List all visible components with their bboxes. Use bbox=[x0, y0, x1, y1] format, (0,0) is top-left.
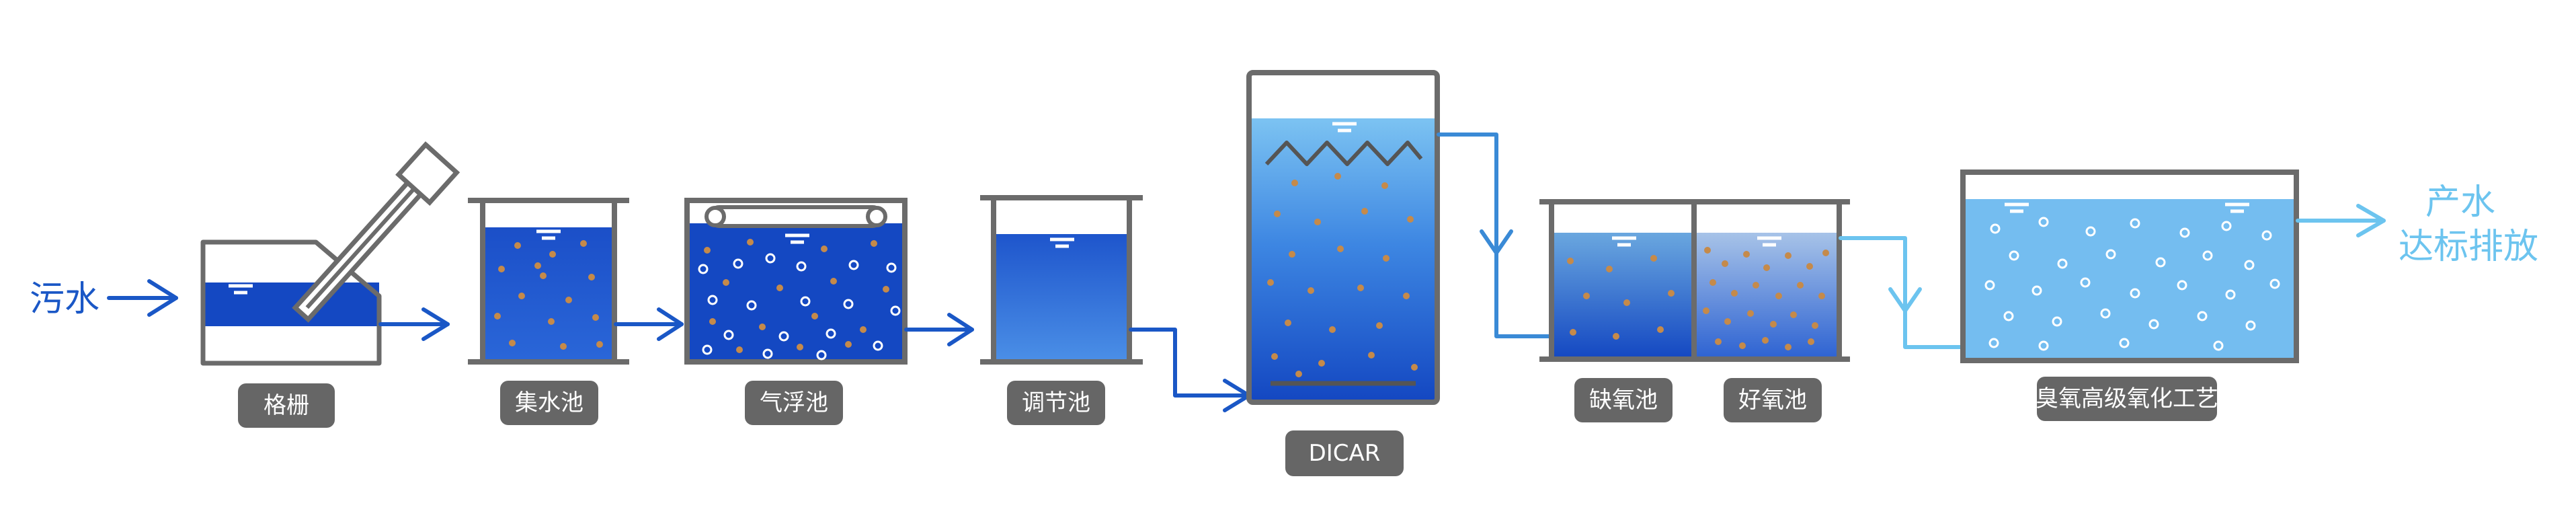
collection-water bbox=[485, 227, 612, 359]
equalization-tank: 调节池 bbox=[980, 195, 1143, 425]
bubble-icon bbox=[698, 253, 901, 361]
screen-rake bbox=[292, 141, 460, 323]
ozone-label: 臭氧高级氧化工艺 bbox=[2036, 385, 2218, 412]
pipe-dicar-to-anoxic bbox=[1437, 133, 1554, 338]
arrow-right-icon bbox=[614, 307, 684, 341]
dicar-label-box bbox=[1285, 430, 1404, 476]
inflow-label: 污水 bbox=[30, 279, 99, 319]
pipe-aerobic-to-ozone bbox=[1839, 236, 1964, 349]
particle-icon bbox=[1567, 247, 1829, 350]
scraper-belt bbox=[705, 205, 887, 228]
dicar-separator bbox=[1264, 141, 1423, 166]
flotation-label-box bbox=[745, 381, 843, 425]
tank-frame bbox=[468, 198, 629, 365]
aerobic-label-box bbox=[1724, 378, 1822, 422]
ozone-tank: 臭氧高级氧化工艺 bbox=[1960, 169, 2299, 421]
flotation-frame bbox=[684, 198, 908, 365]
water-level-icon bbox=[2005, 202, 2249, 213]
dicar-frame bbox=[1246, 70, 1440, 405]
screen-label: 格栅 bbox=[264, 392, 309, 419]
aerobic-label: 好氧池 bbox=[1738, 387, 1807, 414]
anoxic-label: 缺氧池 bbox=[1589, 387, 1658, 414]
screen-water bbox=[204, 282, 379, 326]
water-level-icon bbox=[1050, 237, 1074, 248]
arrow-right-icon bbox=[378, 307, 450, 341]
arrow-down-icon bbox=[1480, 229, 1513, 255]
water-level-icon bbox=[536, 229, 561, 240]
collection-label-box bbox=[500, 381, 598, 425]
collection-label: 集水池 bbox=[515, 389, 583, 416]
water-level-icon bbox=[229, 284, 253, 295]
bubble-icon bbox=[1984, 217, 2280, 351]
equalization-label: 调节池 bbox=[1022, 389, 1090, 416]
equalization-label-box bbox=[1007, 381, 1105, 425]
ozone-frame bbox=[1960, 169, 2299, 363]
ozone-water bbox=[1966, 199, 2294, 358]
dicar-label: DICAR bbox=[1309, 440, 1381, 467]
water-level-icon bbox=[785, 233, 809, 244]
arrow-right-icon bbox=[107, 279, 178, 317]
flotation-tank: 气浮池 bbox=[684, 198, 908, 425]
particle-icon bbox=[1267, 173, 1418, 377]
flotation-label: 气浮池 bbox=[760, 389, 828, 416]
water-level-icon bbox=[1612, 236, 1781, 247]
arrow-right-icon bbox=[904, 313, 974, 346]
particle-icon bbox=[494, 240, 603, 350]
outflow-label-line1: 产水 bbox=[2425, 182, 2495, 223]
dicar-reactor: DICAR bbox=[1246, 70, 1440, 476]
tank-frame bbox=[1539, 199, 1850, 362]
arrow-right-icon bbox=[2296, 204, 2386, 237]
particle-icon bbox=[704, 239, 889, 353]
aerobic-water bbox=[1695, 233, 1838, 358]
water-level-icon bbox=[1332, 122, 1357, 133]
outflow-label-line2: 达标排放 bbox=[2399, 227, 2538, 267]
screen-label-box bbox=[238, 383, 335, 428]
bio-tanks: 缺氧池 好氧池 bbox=[1539, 199, 1850, 422]
dicar-water bbox=[1252, 118, 1435, 400]
screen-unit: 格栅 bbox=[200, 141, 460, 428]
collection-tank: 集水池 bbox=[468, 198, 629, 425]
arrow-down-icon bbox=[1888, 287, 1922, 313]
ozone-label-box bbox=[2037, 377, 2217, 421]
equalization-water bbox=[996, 234, 1127, 359]
anoxic-label-box bbox=[1574, 378, 1673, 422]
pipe-eq-to-dicar bbox=[1129, 328, 1251, 412]
screen-frame bbox=[200, 239, 382, 366]
tank-frame bbox=[980, 195, 1143, 365]
